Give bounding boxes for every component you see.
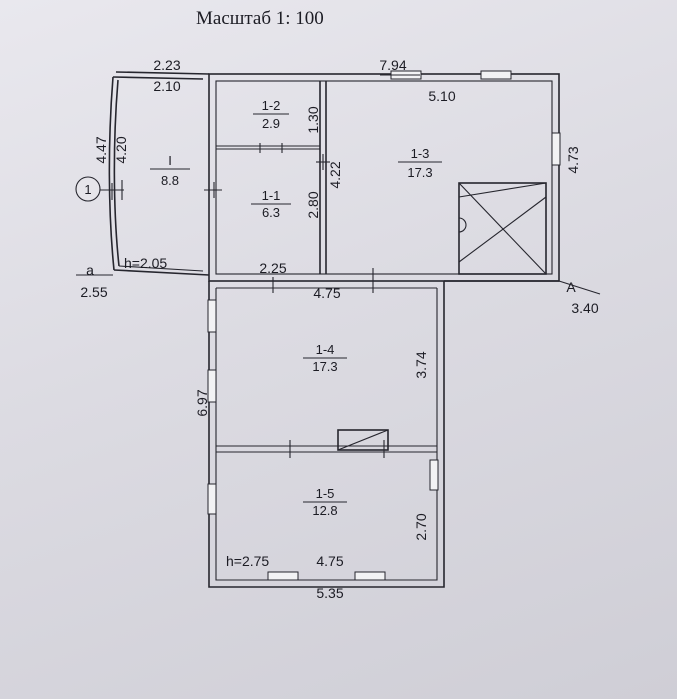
window-left-1 (207, 299, 217, 333)
section-marker-label: 1 (84, 182, 91, 197)
dim-room-1-4-width-top: 2.25 (259, 260, 286, 276)
dim-top-right-outer: 7.94 (379, 57, 406, 73)
window-bottom-2 (354, 571, 386, 581)
room-id-1-5: 1-5 (316, 486, 335, 501)
dim-room-1-4-height: 3.74 (413, 351, 429, 378)
dim-room-1-5-width: 4.75 (316, 553, 343, 569)
dimension-labels: 2.23 2.10 7.94 5.10 4.47 4.20 1.30 4.22 … (80, 57, 598, 601)
room-area-1-4: 17.3 (312, 359, 337, 374)
window-bottom-1 (267, 571, 299, 581)
window-right-2 (429, 459, 439, 491)
windows (207, 70, 561, 581)
dim-left-inner: 4.20 (113, 136, 129, 163)
dim-room-1-1-height: 2.80 (305, 191, 321, 218)
dim-bottom-outer: 5.35 (316, 585, 343, 601)
room-area-1-5: 12.8 (312, 503, 337, 518)
dim-room-1-4-width: 4.75 (313, 285, 340, 301)
doors (204, 143, 385, 458)
dim-height-veranda: h=2.05 (124, 255, 167, 271)
main-house-walls (208, 73, 560, 588)
room-id-1-2: 1-2 (262, 98, 281, 113)
window-left-3 (207, 483, 217, 515)
room-id-1-3: 1-3 (411, 146, 430, 161)
section-marker: 1 (75, 176, 101, 202)
room-labels: I 8.8 1-1 6.3 1-2 2.9 1-3 17.3 1-4 17.3 … (150, 98, 442, 518)
room-id-1-4: 1-4 (316, 342, 335, 357)
plan-scale-title: Масштаб 1: 100 (196, 8, 324, 29)
dimension-lines (76, 74, 601, 295)
room-area-1-1: 6.3 (262, 205, 280, 220)
dim-top-right-inner: 5.10 (428, 88, 455, 104)
dim-room-1-3-height: 4.22 (327, 161, 343, 188)
room-id-1-1: 1-1 (262, 188, 281, 203)
stove (458, 182, 547, 275)
stairs (337, 429, 389, 451)
dim-A-label: A (566, 279, 576, 295)
room-area-I: 8.8 (161, 173, 179, 188)
dim-room-1-2-height: 1.30 (305, 106, 321, 133)
dim-height-main: h=2.75 (226, 553, 269, 569)
room-id-I: I (168, 153, 172, 168)
dim-a-value: 2.55 (80, 284, 107, 300)
window-right-1 (551, 132, 561, 166)
dim-A-value: 3.40 (571, 300, 598, 316)
dim-left-lower: 6.97 (194, 389, 210, 416)
window-top-2 (480, 70, 512, 80)
room-area-1-2: 2.9 (262, 116, 280, 131)
dim-top-left-outer: 2.23 (153, 57, 180, 73)
dim-right-upper: 4.73 (565, 146, 581, 173)
room-area-1-3: 17.3 (407, 165, 432, 180)
veranda-walls (100, 71, 210, 276)
dim-room-1-5-height: 2.70 (413, 513, 429, 540)
dim-top-left-inner: 2.10 (153, 78, 180, 94)
dim-a-label: a (86, 262, 94, 278)
dim-left-outer: 4.47 (93, 136, 109, 163)
window-left-2 (207, 369, 217, 403)
